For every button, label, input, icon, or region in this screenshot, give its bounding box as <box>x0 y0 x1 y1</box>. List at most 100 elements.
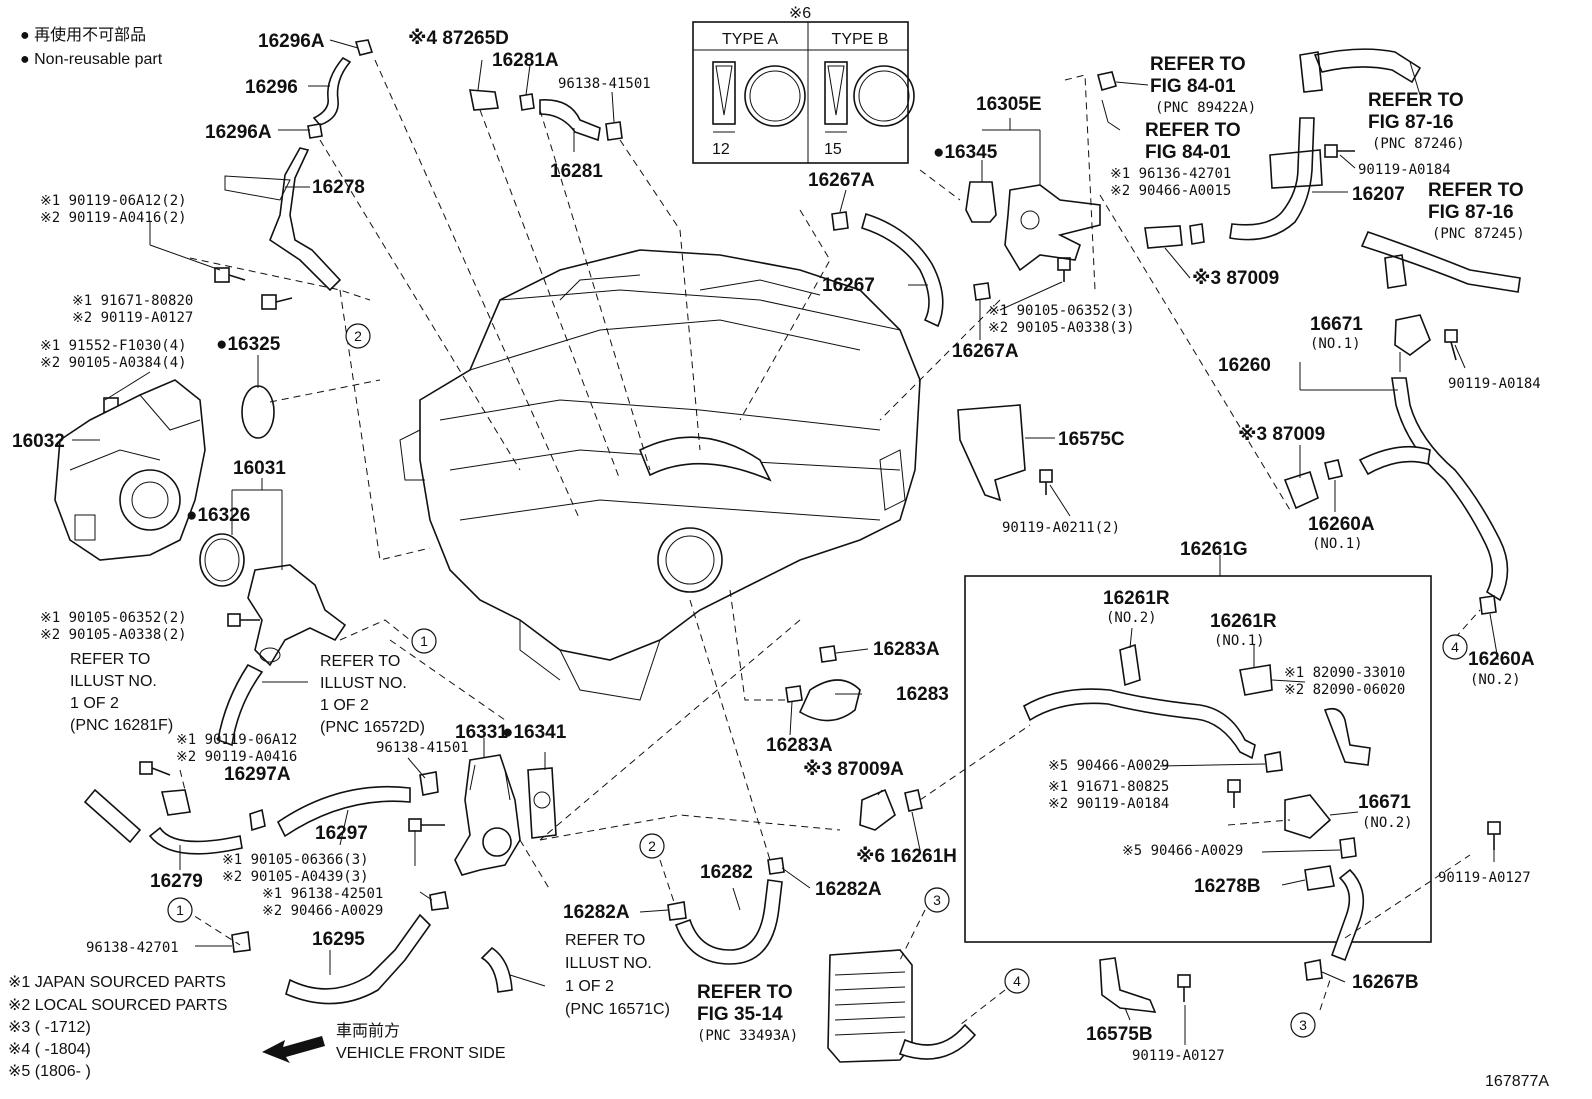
svg-text:FIG 87-16: FIG 87-16 <box>1428 202 1514 223</box>
svg-text:1 OF 2: 1 OF 2 <box>320 697 369 714</box>
type-a-label: TYPE A <box>722 31 778 48</box>
footnote-5: ※5 (1806- ) <box>8 1063 91 1080</box>
svg-text:2: 2 <box>648 838 656 854</box>
footnote-3: ※3 ( -1712) <box>8 1019 91 1036</box>
clip-16261R-no1 <box>1239 664 1273 696</box>
label-16305E: 16305E <box>976 94 1042 115</box>
pipe-16207 <box>1229 117 1315 241</box>
label-87009b: ※3 87009 <box>1238 424 1325 445</box>
label-16278: 16278 <box>312 177 365 198</box>
circle-ref-1-right: 1 <box>411 628 437 654</box>
label-16326: ●16326 <box>186 505 250 526</box>
clamp-type-b-icon <box>824 61 915 133</box>
svg-text:REFER TO: REFER TO <box>565 932 645 949</box>
bolt-90119-06A12b <box>139 761 171 776</box>
clip-16281A <box>519 93 535 111</box>
label-16260A-no2-sub: (NO.2) <box>1470 672 1521 688</box>
figure-id: 167877A <box>1485 1073 1549 1090</box>
bolt-90105-06352a <box>227 613 260 627</box>
dim-15: 15 <box>824 141 842 158</box>
hose-ref-16572D <box>217 663 264 747</box>
leader-lines <box>72 39 1499 1045</box>
legend-en: ● Non-reusable part <box>20 51 163 68</box>
clip-16267A-top <box>831 211 849 231</box>
label-96138-41501b: 96138-41501 <box>376 740 469 756</box>
label-90105-A0439: ※2 90105-A0439(3) <box>222 869 369 885</box>
label-16671-no1: 16671 <box>1310 314 1363 335</box>
label-16671-no2-sub: (NO.2) <box>1362 815 1413 831</box>
svg-text:4: 4 <box>1451 639 1459 655</box>
clamp-16260A-no1 <box>1324 459 1343 480</box>
hose-16281 <box>539 99 601 142</box>
clip-16296A-top <box>354 39 374 56</box>
label-82090-06020: ※2 82090-06020 <box>1284 682 1405 698</box>
label-16267B: 16267B <box>1352 972 1419 993</box>
sensor-16671-no2 <box>1284 794 1332 839</box>
clip-16297A <box>249 808 266 832</box>
label-16032: 16032 <box>12 431 65 452</box>
label-90119-A0184c: ※2 90119-A0184 <box>1048 796 1169 812</box>
hose-16282 <box>674 879 783 965</box>
gasket-16325 <box>241 385 275 439</box>
refer-16281F: REFER TO ILLUST NO. 1 OF 2 (PNC 16281F) <box>70 651 173 734</box>
circle-ref-4-right: 4 <box>1442 634 1468 660</box>
svg-text:REFER TO: REFER TO <box>1368 90 1464 111</box>
label-90119-A0184a: 90119-A0184 <box>1358 162 1451 178</box>
valve-87009A <box>859 788 896 831</box>
refer-89422A: REFER TO FIG 84-01 (PNC 89422A) <box>1150 54 1256 116</box>
clamp-type-a-icon <box>712 61 806 133</box>
bracket-16575B <box>1099 957 1157 1013</box>
label-90119-A0127a: ※2 90119-A0127 <box>72 310 193 326</box>
label-90105-A0338b: ※2 90105-A0338(3) <box>988 320 1135 336</box>
label-16260: 16260 <box>1218 355 1271 376</box>
label-96138-41501a: 96138-41501 <box>558 76 651 92</box>
bolt-90105-06366 <box>408 818 445 832</box>
bolt-91671-80820 <box>261 294 293 310</box>
label-16671-no2: 16671 <box>1358 792 1411 813</box>
label-16261H: ※6 16261H <box>856 846 957 867</box>
label-16325: ●16325 <box>216 334 281 355</box>
refer-87245: REFER TO FIG 87-16 (PNC 87245) <box>1428 180 1525 242</box>
label-90105-06352a: ※1 90105-06352(2) <box>40 610 187 626</box>
label-87009a: ※3 87009 <box>1192 268 1279 289</box>
front-jp: 車両前方 <box>336 1022 400 1040</box>
label-16296: 16296 <box>245 77 298 98</box>
label-16575C: 16575C <box>1058 429 1125 450</box>
oil-cooler-33493A <box>827 949 977 1063</box>
label-90466-A0029a: ※2 90466-A0029 <box>262 903 383 919</box>
dim-12: 12 <box>712 141 730 158</box>
refer-87246: REFER TO FIG 87-16 (PNC 87246) <box>1368 90 1465 152</box>
hose-16283 <box>798 679 861 722</box>
refer-8401b: REFER TO FIG 84-01 <box>1145 120 1241 163</box>
label-90105-06352b: ※1 90105-06352(3) <box>988 303 1135 319</box>
label-91671-80825: ※1 91671-80825 <box>1048 779 1169 795</box>
hose-16267B-area <box>1330 868 1365 962</box>
bolt-90119-A0184a <box>1324 144 1355 158</box>
gasket-16341 <box>527 767 557 839</box>
label-90119-A0416b: ※2 90119-A0416 <box>176 749 297 765</box>
footnote-2: ※2 LOCAL SOURCED PARTS <box>8 997 227 1014</box>
label-16283A-t: 16283A <box>873 639 940 660</box>
label-16261R-no2-sub: (NO.2) <box>1106 610 1157 626</box>
svg-text:(PNC 16572D): (PNC 16572D) <box>320 719 425 736</box>
svg-text:REFER TO: REFER TO <box>1145 120 1241 141</box>
svg-text:FIG 84-01: FIG 84-01 <box>1145 142 1231 163</box>
hose-16260 <box>1391 377 1509 602</box>
pipe-16278 <box>269 147 342 292</box>
clip-16267A-bot <box>973 282 991 301</box>
label-16260A-no1-sub: (NO.1) <box>1312 536 1363 552</box>
svg-text:(PNC 16281F): (PNC 16281F) <box>70 717 173 734</box>
valve-87009b <box>1283 470 1319 510</box>
bolt-90119-A0211 <box>1039 469 1053 495</box>
oring-16326 <box>199 533 245 587</box>
label-90466-A0029c: ※5 90466-A0029 <box>1122 843 1243 859</box>
front-en: VEHICLE FRONT SIDE <box>336 1045 506 1062</box>
hose-16267 <box>861 212 944 328</box>
refer-16571C: REFER TO ILLUST NO. 1 OF 2 (PNC 16571C) <box>565 932 670 1018</box>
label-91552: ※1 91552-F1030(4) <box>40 338 187 354</box>
label-16283A-b: 16283A <box>766 735 833 756</box>
bolt-90105-06352b <box>1057 257 1071 282</box>
refer-16572D: REFER TO ILLUST NO. 1 OF 2 (PNC 16572D) <box>320 653 425 736</box>
hose-16297 <box>276 785 411 838</box>
label-16282A-l: 16282A <box>563 902 630 923</box>
